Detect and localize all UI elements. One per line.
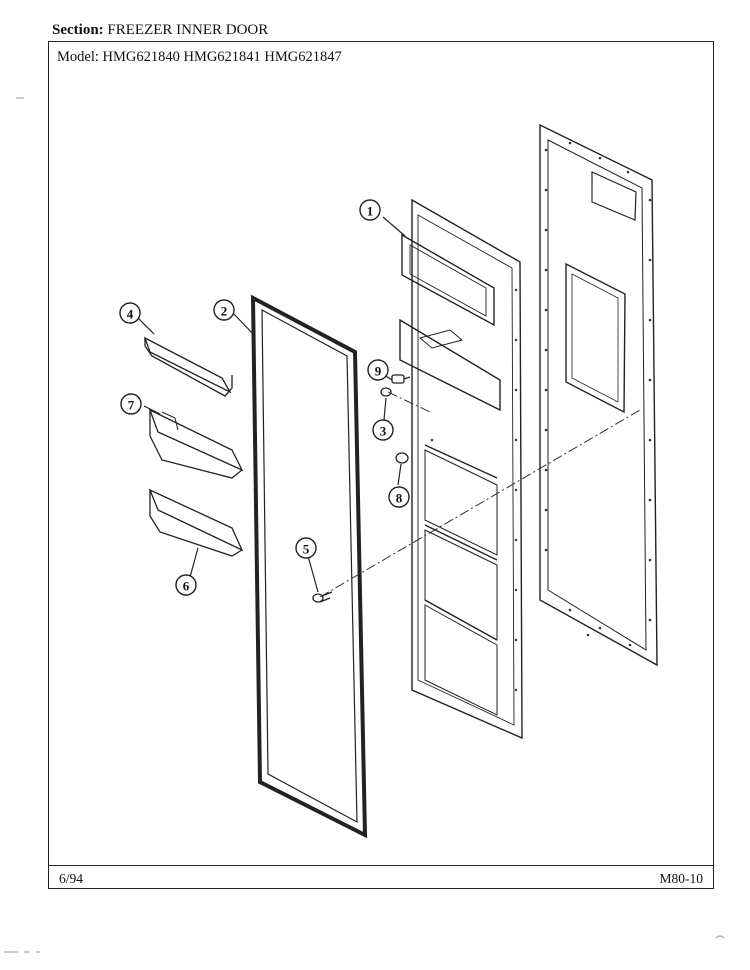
outer-door-panel xyxy=(539,123,658,667)
footer-page-code: M80-10 xyxy=(659,871,704,886)
clip xyxy=(391,374,411,384)
section-value: FREEZER INNER DOOR xyxy=(107,22,269,38)
alignment-lines xyxy=(319,391,641,598)
diagram-frame: Model: HMG621840 HMG621841 HMG621847 6/9… xyxy=(48,41,714,889)
callout-4: 4 xyxy=(127,307,134,322)
footer-divider xyxy=(49,865,713,866)
model-line: Model: HMG621840 HMG621841 HMG621847 xyxy=(57,49,342,66)
callout-1: 1 xyxy=(367,204,374,219)
inner-door-liner xyxy=(399,198,523,740)
callout-7: 7 xyxy=(128,398,135,413)
lower-door-shelf xyxy=(148,488,244,557)
deep-door-bin xyxy=(148,408,244,479)
plug xyxy=(395,452,409,464)
callout-5: 5 xyxy=(303,542,310,557)
upper-shelf-bar xyxy=(143,336,233,397)
section-label: Section: xyxy=(52,22,104,38)
callout-3: 3 xyxy=(380,424,387,439)
callout-bubbles xyxy=(119,199,410,596)
model-numbers: HMG621840 HMG621841 HMG621847 xyxy=(102,49,342,65)
door-gasket xyxy=(250,294,368,839)
model-label: Model: xyxy=(57,49,99,65)
callout-leaders xyxy=(137,216,406,593)
spacer xyxy=(380,387,392,397)
screw xyxy=(312,591,333,603)
scan-marks xyxy=(4,97,725,953)
footer-date: 6/94 xyxy=(59,871,84,886)
callout-2: 2 xyxy=(221,304,228,319)
section-heading: Section: FREEZER INNER DOOR xyxy=(52,22,268,39)
callout-9: 9 xyxy=(375,364,382,379)
callout-6: 6 xyxy=(183,579,190,594)
callout-8: 8 xyxy=(396,491,403,506)
